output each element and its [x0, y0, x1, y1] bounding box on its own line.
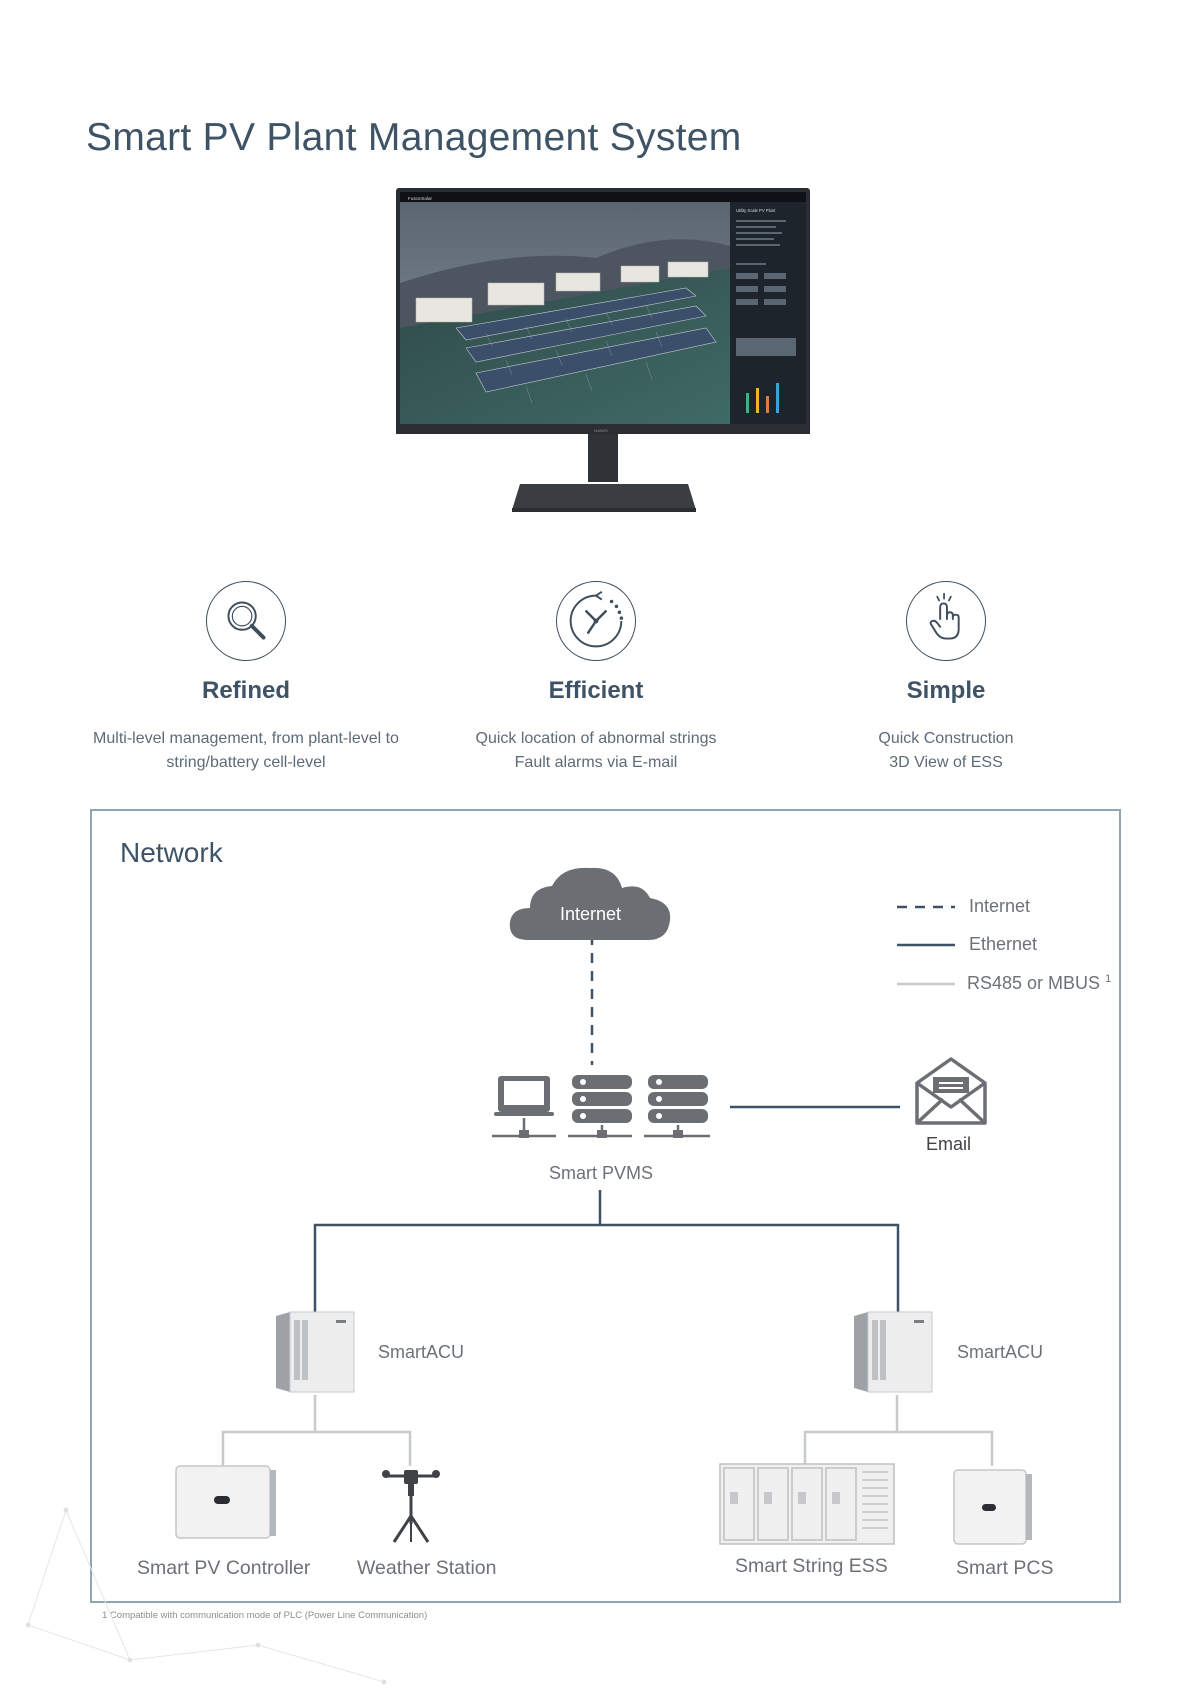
decorative-network-lines — [25, 1507, 387, 1685]
ess-cabinet-icon — [719, 1463, 895, 1545]
feature-desc-line: Fault alarms via E-mail — [514, 754, 678, 771]
pcs-device — [950, 1466, 1036, 1548]
tap-gesture-icon — [929, 592, 960, 640]
network-title: Network — [120, 837, 223, 868]
feature-desc-line: Multi-level management, from plant-level… — [93, 730, 399, 747]
monitor-plant-title: Utility Scale PV Plant — [736, 208, 776, 213]
right-acu-label: SmartACU — [957, 1342, 1044, 1362]
inverter-icon — [175, 1465, 276, 1539]
monitor-stand-logo: HUAWEI — [594, 429, 608, 433]
page-title: Smart PV Plant Management System — [86, 116, 742, 160]
weather-station-label: Weather Station — [357, 1557, 497, 1579]
magnifier-icon — [227, 601, 266, 640]
pcs-label: Smart PCS — [956, 1557, 1054, 1579]
legend-internet-label: Internet — [969, 896, 1031, 916]
feature-desc-line: 3D View of ESS — [889, 754, 1003, 771]
efficiency-clock-icon — [569, 590, 624, 648]
refined-icon — [206, 581, 286, 661]
pcs-icon — [953, 1469, 1032, 1545]
pvms-label: Smart PVMS — [549, 1163, 654, 1183]
legend-swatches — [897, 905, 955, 986]
pv-controller-device — [170, 1462, 280, 1542]
legend: Internet Ethernet RS485 or MBUS 1 — [895, 890, 1125, 1010]
legend-rs485-text: RS485 or MBUS — [967, 973, 1101, 993]
legend-ethernet-label: Ethernet — [969, 934, 1038, 954]
acu-ethernet-link — [313, 1223, 900, 1325]
feature-desc-line: Quick location of abnormal strings — [475, 730, 717, 747]
left-acu-label: SmartACU — [378, 1342, 465, 1362]
smartacu-left — [272, 1310, 360, 1396]
feature-desc-simple: Quick Construction 3D View of ESS — [756, 727, 1136, 775]
network-panel — [90, 809, 1121, 1603]
monitor-illustration: FusionSolar Utility Scale PV — [396, 188, 816, 518]
feature-title-simple: Simple — [906, 677, 986, 704]
acu-cabinet-icon — [276, 1311, 355, 1393]
legend-rs485-label: RS485 or MBUS 1 — [967, 973, 1111, 994]
internet-cloud: Internet — [508, 866, 673, 942]
simple-icon — [906, 581, 986, 661]
efficient-icon — [556, 581, 636, 661]
cloud-icon — [509, 867, 671, 940]
string-ess-label: Smart String ESS — [735, 1555, 888, 1577]
left-rs485-link — [221, 1430, 412, 1466]
footnote: 1 Compatible with communication mode of … — [102, 1610, 428, 1621]
pv-controller-label: Smart PV Controller — [137, 1557, 311, 1579]
weather-station-device — [380, 1466, 442, 1546]
feature-desc-refined: Multi-level management, from plant-level… — [56, 727, 436, 775]
email-envelope-icon — [915, 1057, 987, 1125]
smart-pvms — [490, 1070, 720, 1150]
cloud-label: Internet — [559, 904, 622, 924]
smartacu-right — [850, 1310, 938, 1396]
weather-station-icon — [382, 1470, 440, 1543]
feature-title-refined: Refined — [201, 677, 290, 704]
feature-desc-line: string/battery cell-level — [166, 754, 326, 771]
feature-desc-efficient: Quick location of abnormal strings Fault… — [406, 727, 786, 775]
right-rs485-link — [803, 1430, 994, 1466]
monitor-graphic: FusionSolar Utility Scale PV — [396, 188, 810, 512]
email-label: Email — [926, 1134, 972, 1154]
feature-title-efficient: Efficient — [548, 677, 644, 704]
acu-cabinet-icon — [854, 1311, 933, 1393]
feature-desc-line: Quick Construction — [878, 730, 1014, 747]
string-ess-device — [718, 1462, 896, 1546]
legend-footnote-mark: 1 — [1105, 973, 1112, 985]
monitor-brand: FusionSolar — [408, 196, 433, 201]
pvms-server-icon — [492, 1075, 710, 1138]
email-node — [913, 1055, 989, 1127]
